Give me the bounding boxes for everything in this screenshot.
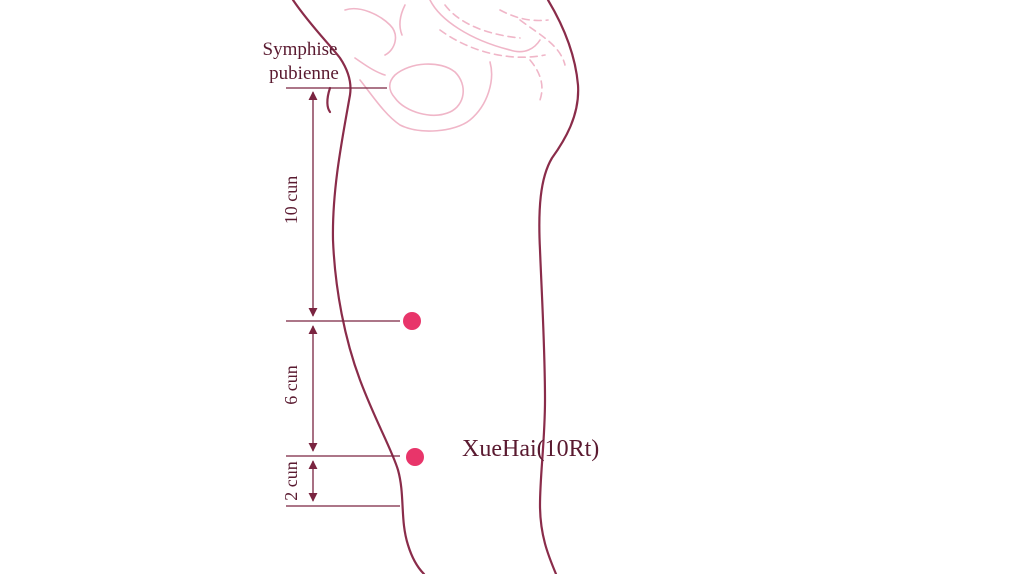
distance-label-2-cun: 2 cun (281, 461, 301, 501)
acupoints (403, 312, 424, 466)
landmark-label-line2: pubienne (269, 63, 339, 84)
inner-thigh-contour (291, 0, 426, 574)
labels: Symphise pubienne 10 cun 6 cun 2 cun Xue… (263, 39, 600, 501)
xuehai-acupoint-marker (406, 448, 424, 466)
upper-acupoint-marker (403, 312, 421, 330)
reference-lines (286, 87, 400, 507)
outer-thigh-contour (538, 0, 580, 574)
pelvis-bone-drawing (344, 0, 566, 132)
xuehai-point-label: XueHai(10Rt) (462, 436, 599, 462)
landmark-label-line1: Symphise (263, 39, 338, 60)
groin-contour (326, 86, 332, 114)
thigh-outline (291, 0, 580, 574)
distance-label-6-cun: 6 cun (281, 365, 301, 405)
distance-label-10-cun: 10 cun (281, 176, 301, 225)
